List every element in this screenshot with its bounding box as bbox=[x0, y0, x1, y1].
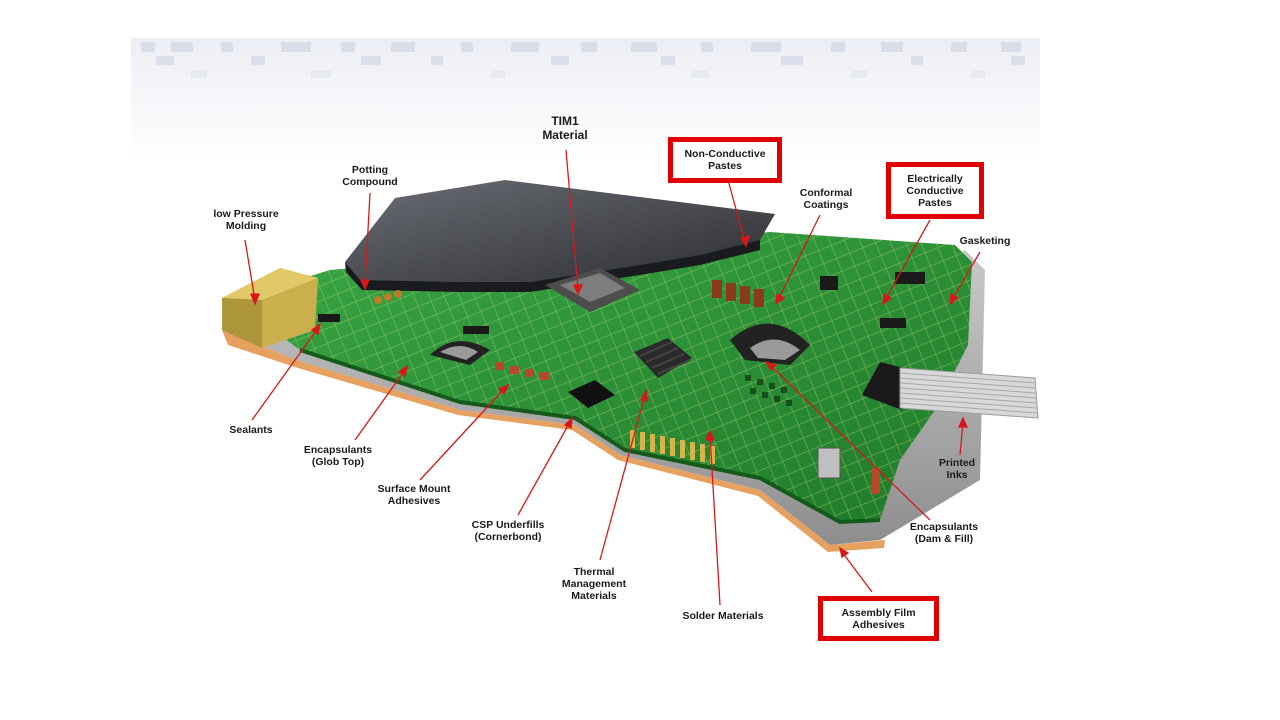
label-potting-compound: Potting Compound bbox=[342, 164, 398, 188]
label-solder-materials: Solder Materials bbox=[682, 610, 764, 622]
label-electrically-conductive-pastes: Electrically Conductive Pastes bbox=[906, 172, 964, 209]
label-low-pressure-molding: low Pressure Molding bbox=[213, 208, 279, 232]
flex-ribbon-cable bbox=[899, 367, 1039, 419]
low-pressure-molding-block bbox=[222, 268, 318, 348]
label-non-conductive-pastes: Non-Conductive Pastes bbox=[684, 148, 766, 172]
label-surface-mount-adhesives: Surface Mount Adhesives bbox=[377, 483, 451, 507]
label-tim1-material: TIM1 Material bbox=[542, 114, 588, 142]
label-thermal-management-materials: Thermal Management Materials bbox=[561, 566, 627, 602]
highlight-box-electrically-conductive: Electrically Conductive Pastes bbox=[886, 162, 984, 219]
pcb-board bbox=[232, 232, 972, 525]
label-printed-inks: Printed Inks bbox=[938, 457, 976, 481]
callout-lines bbox=[244, 149, 981, 606]
label-conformal-coatings: Conformal Coatings bbox=[799, 187, 853, 211]
label-assembly-film-adhesives: Assembly Film Adhesives bbox=[841, 606, 916, 631]
heat-spreader-lid bbox=[345, 180, 775, 292]
label-encapsulants-glob-top: Encapsulants (Glob Top) bbox=[303, 444, 373, 468]
pixel-pattern-banner bbox=[131, 38, 1040, 162]
label-encapsulants-dam-fill: Encapsulants (Dam & Fill) bbox=[909, 521, 979, 545]
highlight-box-assembly-film: Assembly Film Adhesives bbox=[818, 596, 939, 641]
highlight-box-non-conductive: Non-Conductive Pastes bbox=[668, 137, 782, 183]
pcb-base-housing bbox=[222, 250, 985, 552]
label-gasketing: Gasketing bbox=[959, 235, 1011, 247]
label-csp-underfills: CSP Underfills (Cornerbond) bbox=[471, 519, 545, 543]
label-sealants: Sealants bbox=[229, 424, 273, 436]
